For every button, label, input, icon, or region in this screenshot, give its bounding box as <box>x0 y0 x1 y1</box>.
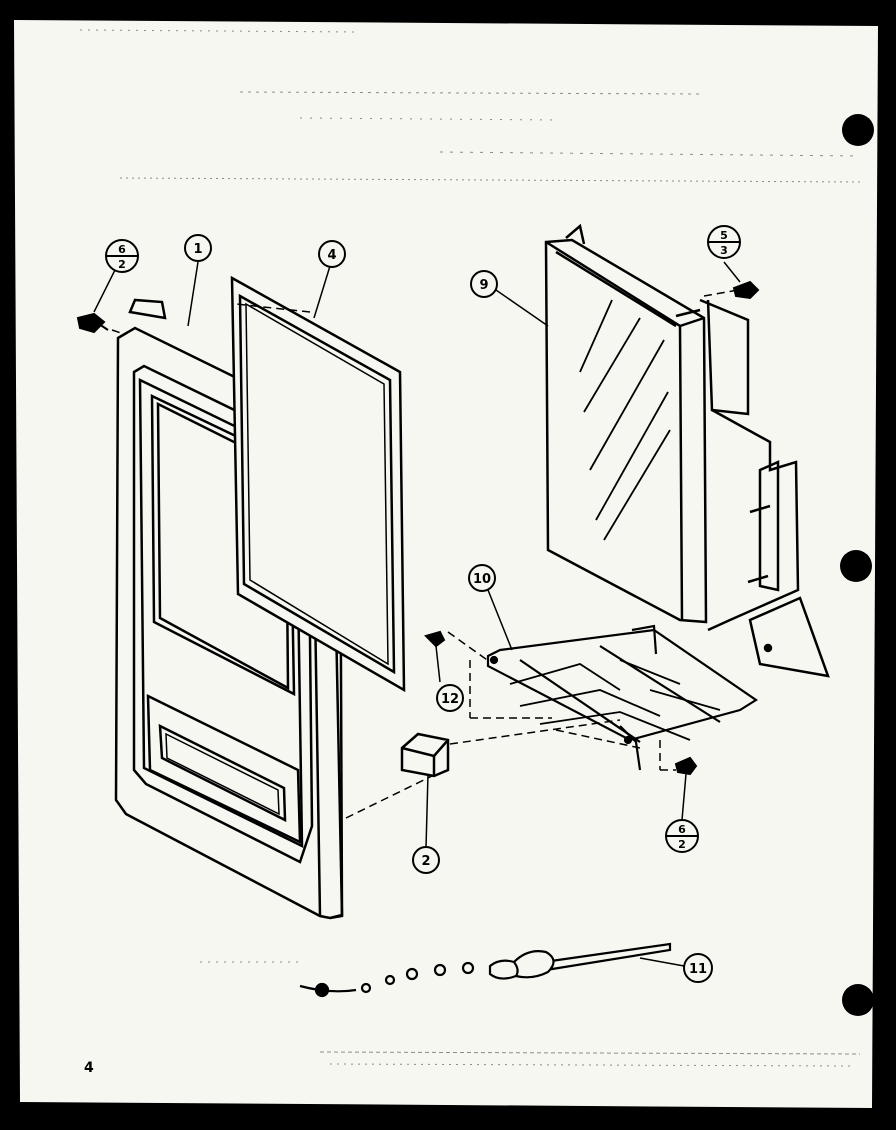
fraction-top-left-denominator: 2 <box>118 258 126 271</box>
fraction-top-left-numerator: 6 <box>118 243 126 256</box>
leader-lines <box>93 261 741 967</box>
callout-2: 2 <box>412 846 440 874</box>
scan-noise <box>79 29 861 1067</box>
callout-1-label: 1 <box>193 242 202 257</box>
callout-10-label: 10 <box>473 572 491 587</box>
callout-11: 11 <box>683 953 713 983</box>
callout-4: 4 <box>318 240 346 268</box>
fraction-top-right-denominator: 3 <box>720 244 728 257</box>
temperature-probe <box>299 942 672 998</box>
callout-11-label: 11 <box>689 962 707 977</box>
punch-hole <box>842 984 874 1016</box>
screw-part <box>76 280 760 776</box>
fraction-bottom-right-denominator: 2 <box>678 838 686 851</box>
callout-2-label: 2 <box>421 854 430 869</box>
fraction-top-right-numerator: 5 <box>720 229 728 242</box>
punch-hole <box>842 114 874 146</box>
control-panel-assembly <box>544 223 830 678</box>
fraction-callout-top-right: 5 3 <box>707 225 741 259</box>
fraction-callout-bottom-right: 6 2 <box>665 819 699 853</box>
switch-block <box>400 732 450 778</box>
callout-10: 10 <box>468 564 496 592</box>
callout-9: 9 <box>470 270 498 298</box>
callout-12-label: 12 <box>441 692 459 707</box>
callout-9-label: 9 <box>479 278 488 293</box>
callout-4-label: 4 <box>327 248 336 263</box>
fraction-callout-top-left: 6 2 <box>105 239 139 273</box>
page-number: 4 <box>84 1060 94 1076</box>
glass-panel <box>230 275 406 693</box>
fraction-bottom-right-numerator: 6 <box>678 823 686 836</box>
callout-12: 12 <box>436 684 464 712</box>
mounting-bracket <box>486 624 759 771</box>
callout-1: 1 <box>184 234 212 262</box>
punch-hole <box>840 550 872 582</box>
